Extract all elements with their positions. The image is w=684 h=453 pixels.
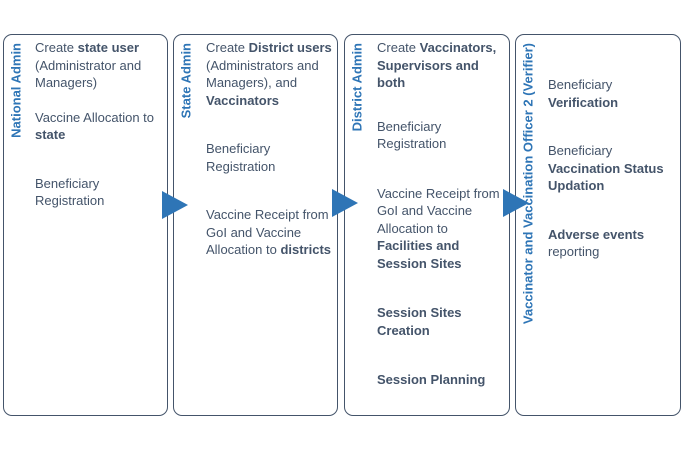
item-list: Create Vaccinators, Supervisors and both… xyxy=(377,39,505,389)
text: Create xyxy=(377,40,420,55)
text: Create xyxy=(35,40,78,55)
panel-vaccinator-verifier: Vaccinator and Vaccination Officer 2 (Ve… xyxy=(515,34,681,416)
bold-text: Verification xyxy=(548,94,619,110)
list-item: Beneficiary Registration xyxy=(35,175,165,210)
bold-text: Vaccinators, Supervisors and both xyxy=(377,40,497,90)
list-item: Create District users (Administrators an… xyxy=(206,39,334,109)
list-item: Beneficiary Registration xyxy=(206,140,334,175)
panel-state-admin: State Admin Create District users (Admin… xyxy=(173,34,338,416)
panel-district-admin: District Admin Create Vaccinators, Super… xyxy=(344,34,510,416)
bold-text: state xyxy=(35,127,66,142)
panel-title: District Admin xyxy=(349,43,365,132)
bold-text: District users xyxy=(248,40,332,55)
flow-arrow-2 xyxy=(332,189,358,217)
text: reporting xyxy=(548,244,600,259)
list-item: Session Sites Creation xyxy=(377,304,505,339)
list-item: Vaccine Receipt from GoI and Vaccine All… xyxy=(206,206,334,259)
list-item: Beneficiary Verification xyxy=(548,76,680,111)
list-item: Beneficiary Vaccination Status Updation xyxy=(548,142,680,195)
bold-text: Vaccinators xyxy=(206,92,279,108)
bold-text: Facilities and Session Sites xyxy=(377,238,462,271)
flow-arrow-3 xyxy=(503,189,529,217)
bold-text: state user xyxy=(77,40,140,55)
list-item: Session Planning xyxy=(377,371,505,389)
list-item: Create Vaccinators, Supervisors and both xyxy=(377,39,505,92)
text: (Administrators and Managers), and xyxy=(206,57,319,91)
text: Beneficiary xyxy=(548,143,613,158)
panel-title: State Admin xyxy=(178,43,194,119)
text: Beneficiary Registration xyxy=(377,118,447,152)
text: Beneficiary Registration xyxy=(206,141,276,174)
list-item: Vaccine Allocation to state xyxy=(35,109,165,144)
bold-text: Adverse events xyxy=(548,226,645,242)
text: Create xyxy=(206,40,249,55)
item-list: Create state user (Administrator and Man… xyxy=(35,39,165,210)
panel-title: National Admin xyxy=(8,43,24,138)
item-list: Create District users (Administrators an… xyxy=(206,39,334,259)
list-item: Vaccine Receipt from GoI and Vaccine All… xyxy=(377,185,505,273)
text: Vaccine Allocation to xyxy=(35,109,154,125)
flow-arrow-1 xyxy=(162,191,188,219)
bold-text: Session Planning xyxy=(377,372,486,387)
panel-title: Vaccinator and Vaccination Officer 2 (Ve… xyxy=(520,43,536,325)
bold-text: Session Sites Creation xyxy=(377,305,462,338)
text: Vaccine Receipt from GoI and Vaccine All… xyxy=(377,185,500,236)
text: Beneficiary Registration xyxy=(35,175,105,209)
panel-national-admin: National Admin Create state user (Admini… xyxy=(3,34,168,416)
list-item: Beneficiary Registration xyxy=(377,118,505,153)
text: Vaccine Receipt from GoI and Vaccine All… xyxy=(206,207,329,257)
list-item: Adverse events reporting xyxy=(548,226,680,261)
bold-text: districts xyxy=(280,242,332,257)
list-item: Create state user (Administrator and Man… xyxy=(35,39,165,92)
text: Beneficiary xyxy=(548,77,613,92)
bold-text: Vaccination Status Updation xyxy=(548,160,664,194)
text: (Administrator and Managers) xyxy=(35,57,142,91)
